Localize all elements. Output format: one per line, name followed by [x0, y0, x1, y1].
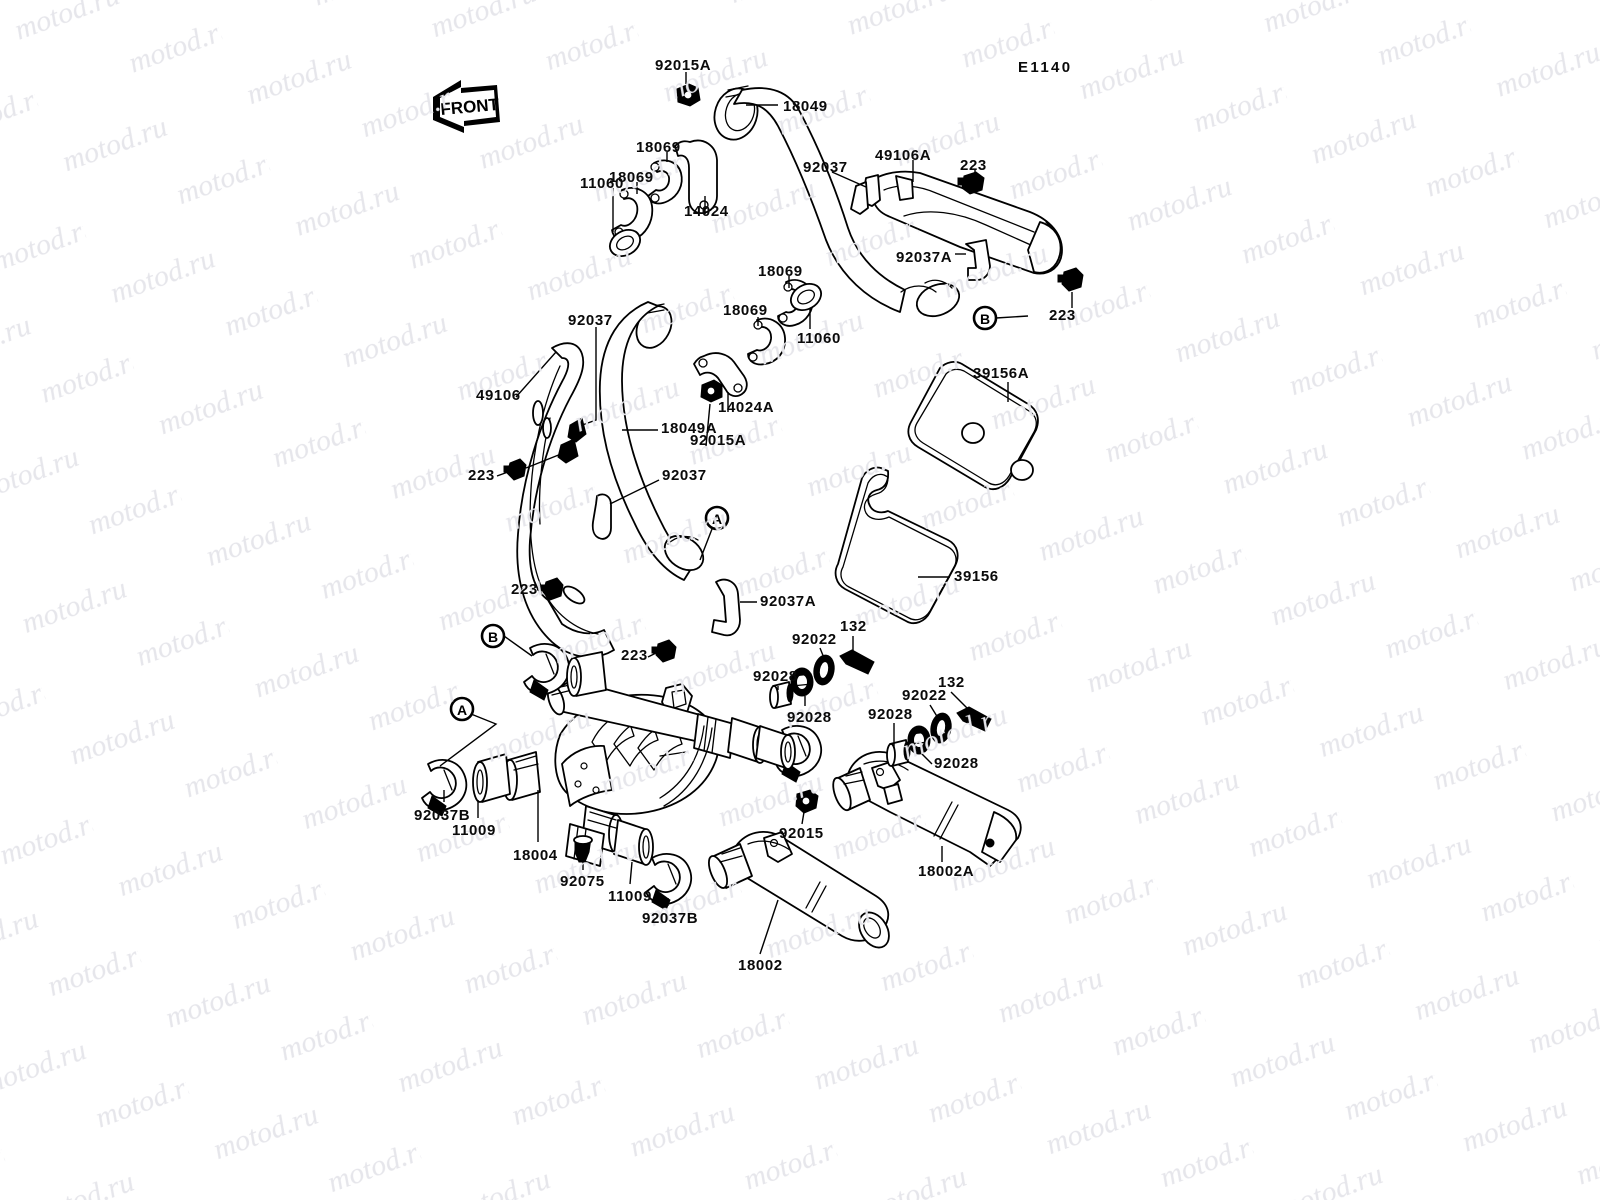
- callout-39156A: 39156A: [973, 365, 1030, 382]
- callout-11009-low: 11009: [608, 888, 652, 905]
- callout-39156: 39156: [954, 568, 999, 585]
- callout-11060-top: 11060: [580, 175, 624, 192]
- callout-49106: 49106: [476, 387, 521, 404]
- callout-92015A-low: 92015A: [690, 432, 747, 449]
- callout-92037A-low: 92037A: [760, 593, 817, 610]
- callout-92075: 92075: [560, 873, 605, 890]
- callout-92015: 92015: [779, 825, 824, 842]
- callout-92037-left: 92037: [568, 312, 613, 329]
- callout-18069-a: 18069: [636, 139, 681, 156]
- callout-92028-a: 92028: [753, 668, 798, 685]
- callout-92015A-top: 92015A: [655, 57, 712, 74]
- callout-132-a: 132: [840, 618, 867, 635]
- callout-92037-tr: 92037: [803, 159, 848, 176]
- callout-92028-d: 92028: [934, 755, 979, 772]
- callout-223-ur: 223: [960, 157, 987, 174]
- callout-223-ll: 223: [511, 581, 538, 598]
- callout-132-b: 132: [938, 674, 965, 691]
- callout-92028-b: 92028: [787, 709, 832, 726]
- callout-11060-low: 11060: [797, 330, 841, 347]
- callout-92037A-r: 92037A: [896, 249, 953, 266]
- callout-11009-l: 11009: [452, 822, 496, 839]
- callout-92022-a: 92022: [792, 631, 837, 648]
- callout-223-lu: 223: [468, 467, 495, 484]
- callout-18069-c: 18069: [758, 263, 803, 280]
- callout-92028-c: 92028: [868, 706, 913, 723]
- callout-18069-d: 18069: [723, 302, 768, 319]
- callout-92037-mid: 92037: [662, 467, 707, 484]
- callout-223-lr: 223: [1049, 307, 1076, 324]
- callout-18002A: 18002A: [918, 863, 975, 880]
- callout-49106A: 49106A: [875, 147, 932, 164]
- callout-18002: 18002: [738, 957, 783, 974]
- callout-18049: 18049: [783, 98, 828, 115]
- callout-14024A: 14024A: [718, 399, 775, 416]
- callout-18004: 18004: [513, 847, 558, 864]
- sheet-code: E1140: [1018, 59, 1073, 76]
- callout-92037B-l: 92037B: [414, 807, 471, 824]
- callout-14024: 14024: [684, 203, 729, 220]
- callout-92037B-low: 92037B: [642, 910, 699, 927]
- callout-223-center: 223: [621, 647, 648, 664]
